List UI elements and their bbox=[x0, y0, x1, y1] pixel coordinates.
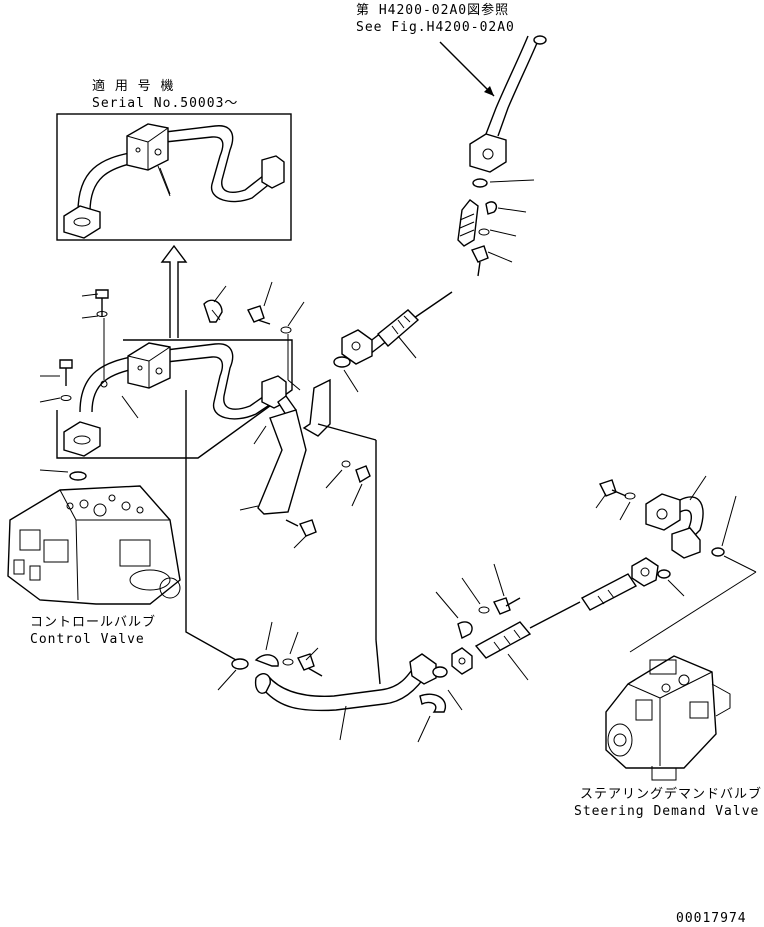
serial-label-en: Serial No.50003～ bbox=[92, 96, 238, 111]
variant-arrow bbox=[160, 244, 188, 338]
ref-label-en: See Fig.H4200-02A0 bbox=[356, 20, 515, 35]
upper-return-pipe bbox=[439, 35, 547, 277]
steering-valve-label-jp: ステアリングデマンドバルブ bbox=[580, 786, 762, 802]
middle-hose bbox=[333, 291, 453, 393]
control-valve bbox=[7, 469, 181, 605]
control-valve-label-jp: コントロールバルブ bbox=[30, 614, 156, 630]
main-pipe-assembly bbox=[56, 339, 293, 459]
lower-hose bbox=[435, 557, 685, 681]
bolt-set-middle bbox=[203, 281, 305, 391]
bracket bbox=[239, 378, 377, 640]
lower-pipe bbox=[185, 390, 463, 743]
bolt-set-left bbox=[59, 289, 109, 401]
serial-variant-inset bbox=[56, 113, 292, 241]
leader-lines-upper bbox=[39, 167, 535, 419]
ref-label-jp: 第 H4200-02A0図参照 bbox=[356, 2, 509, 18]
steering-valve-label-en: Steering Demand Valve bbox=[574, 804, 759, 819]
drawing-number: 00017974 bbox=[676, 911, 747, 926]
control-valve-label-en: Control Valve bbox=[30, 632, 145, 647]
steering-demand-valve bbox=[605, 655, 731, 781]
serial-label-jp: 適 用 号 機 bbox=[92, 78, 174, 94]
steering-elbow-pipe bbox=[595, 475, 757, 653]
